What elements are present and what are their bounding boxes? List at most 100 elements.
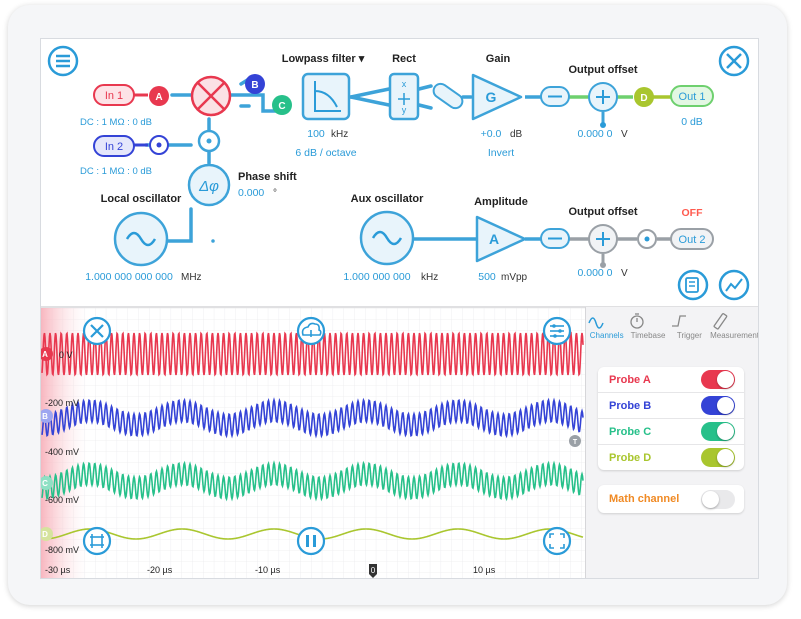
app-canvas: In 1 A DC : 1 MΩ : 0 dB In 2 DC : 1 MΩ :… [41,45,758,578]
probe-a-toggle[interactable] [701,370,735,389]
notepad-icon[interactable] [677,269,709,301]
amplitude-block[interactable]: A [475,215,527,263]
out2-button[interactable]: Out 2 [670,228,714,250]
tab-channels[interactable]: Channels [586,307,627,345]
math-card: Math channel [598,485,744,513]
close-icon[interactable] [82,316,112,346]
out1-level: 0 dB [681,116,703,128]
svg-text:B: B [251,80,258,91]
probe-c-marker[interactable]: C [272,95,292,115]
probe-c-label: Probe C [609,425,652,438]
in2-button[interactable]: In 2 [93,135,135,157]
svg-text:A: A [489,231,499,247]
phase-value: 0.000 [238,187,264,199]
ruler-icon [713,313,728,330]
trend-chart-icon[interactable] [718,269,750,301]
trace-b [41,397,584,439]
output1-offset-value: 0.000 0 [577,128,612,140]
channel-b-marker: B [41,409,53,423]
channel-a-marker: A [41,347,53,361]
probe-b-marker[interactable]: B [245,74,265,94]
svg-text:0: 0 [371,566,376,575]
output2-offset-label: Output offset [568,206,637,218]
aux-oscillator-button[interactable] [359,210,415,266]
tab-trigger[interactable]: Trigger [669,307,710,345]
mixer-node[interactable] [190,75,232,117]
cloud-upload-icon[interactable] [296,316,326,346]
in1-button[interactable]: In 1 [93,84,135,106]
out1-button[interactable]: Out 1 [670,85,714,107]
time-zero-marker: 0 [369,564,377,578]
channel-c-marker: C [41,476,53,490]
amplitude-label: Amplitude [474,196,528,208]
pause-icon[interactable] [296,526,326,556]
svg-text:-200 mV: -200 mV [45,398,79,408]
aux-osc-label: Aux oscillator [351,193,424,205]
amplitude-value: 500 [478,271,496,283]
trigger-level-marker[interactable]: T [569,435,581,447]
phase-label: Phase shift [238,171,297,183]
tab-timebase[interactable]: Timebase [627,307,668,345]
lowpass-unit: kHz [331,129,348,140]
tab-measurement[interactable]: Measurement [710,307,758,345]
math-channel-toggle[interactable] [701,489,735,509]
aux-osc-unit: kHz [421,272,438,283]
in2-setting: DC : 1 MΩ : 0 dB [80,166,152,177]
sliders-icon[interactable] [542,316,572,346]
output2-plus-button[interactable] [588,224,618,254]
probe-d-toggle[interactable] [701,448,735,467]
svg-text:C: C [278,101,285,112]
grid-toggle-icon[interactable] [82,526,112,556]
out2-label: Out 2 [679,234,706,246]
probe-a-label: Probe A [609,373,651,386]
svg-text:-30 µs: -30 µs [45,565,71,575]
probe-row-b: Probe B [598,393,744,419]
local-osc-value: 1.000 000 000 000 [85,271,173,283]
fullscreen-icon[interactable] [542,526,572,556]
lowpass-slope: 6 dB / octave [295,147,356,159]
svg-text:x: x [402,79,407,89]
probe-c-toggle[interactable] [701,422,735,441]
sine-icon [588,317,604,329]
trace-c [41,460,584,502]
hamburger-menu-icon[interactable] [47,45,79,77]
output2-minus-button[interactable] [540,228,570,249]
probe-d-marker[interactable]: D [634,87,654,107]
in2-probe-node[interactable] [149,135,169,155]
gain-value: +0.0 [481,128,502,140]
out1-label: Out 1 [679,91,706,103]
rect-block[interactable]: x y [388,72,420,121]
svg-text:A: A [155,92,162,103]
probe-a-marker[interactable]: A [149,86,169,106]
wrench-screwdriver-icon[interactable] [718,45,750,77]
output1-offset-label: Output offset [568,64,637,76]
local-oscillator-button[interactable] [113,211,169,267]
output2-node[interactable] [637,229,657,249]
local-osc-unit: MHz [181,272,202,283]
svg-text:-20 µs: -20 µs [147,565,173,575]
svg-text:C: C [42,479,48,488]
svg-text:-800 mV: -800 mV [45,545,79,555]
phase-shift-block[interactable]: Δφ [187,163,231,207]
output1-plus-button[interactable] [588,82,618,112]
channel-d-marker: D [41,527,53,541]
gain-block[interactable]: G [471,73,523,121]
svg-text:-400 mV: -400 mV [45,447,79,457]
trigger-edge-icon [671,315,686,327]
signal-chain: In 1 A DC : 1 MΩ : 0 dB In 2 DC : 1 MΩ :… [47,45,750,301]
svg-text:B: B [42,412,48,421]
svg-text:A: A [42,350,48,359]
phase-symbol: Δφ [198,178,219,195]
local-osc-label: Local oscillator [101,193,182,205]
amplitude-unit: mVpp [501,272,528,283]
lowpass-label: Lowpass filter ▾ [282,53,365,65]
lowpass-filter-block[interactable] [301,72,351,121]
output1-minus-button[interactable] [540,86,570,107]
lowpass-curve-icon [314,81,341,112]
gain-label: Gain [486,53,511,65]
rect-label: Rect [392,53,416,65]
oscilloscope[interactable]: 0 V -200 mV -400 mV -600 mV -800 mV A B … [41,308,585,578]
x-axis-labels: -30 µs -20 µs -10 µs 0 10 µs [45,564,496,578]
probe-b-toggle[interactable] [701,396,735,415]
link-pill-icon[interactable] [431,81,465,111]
